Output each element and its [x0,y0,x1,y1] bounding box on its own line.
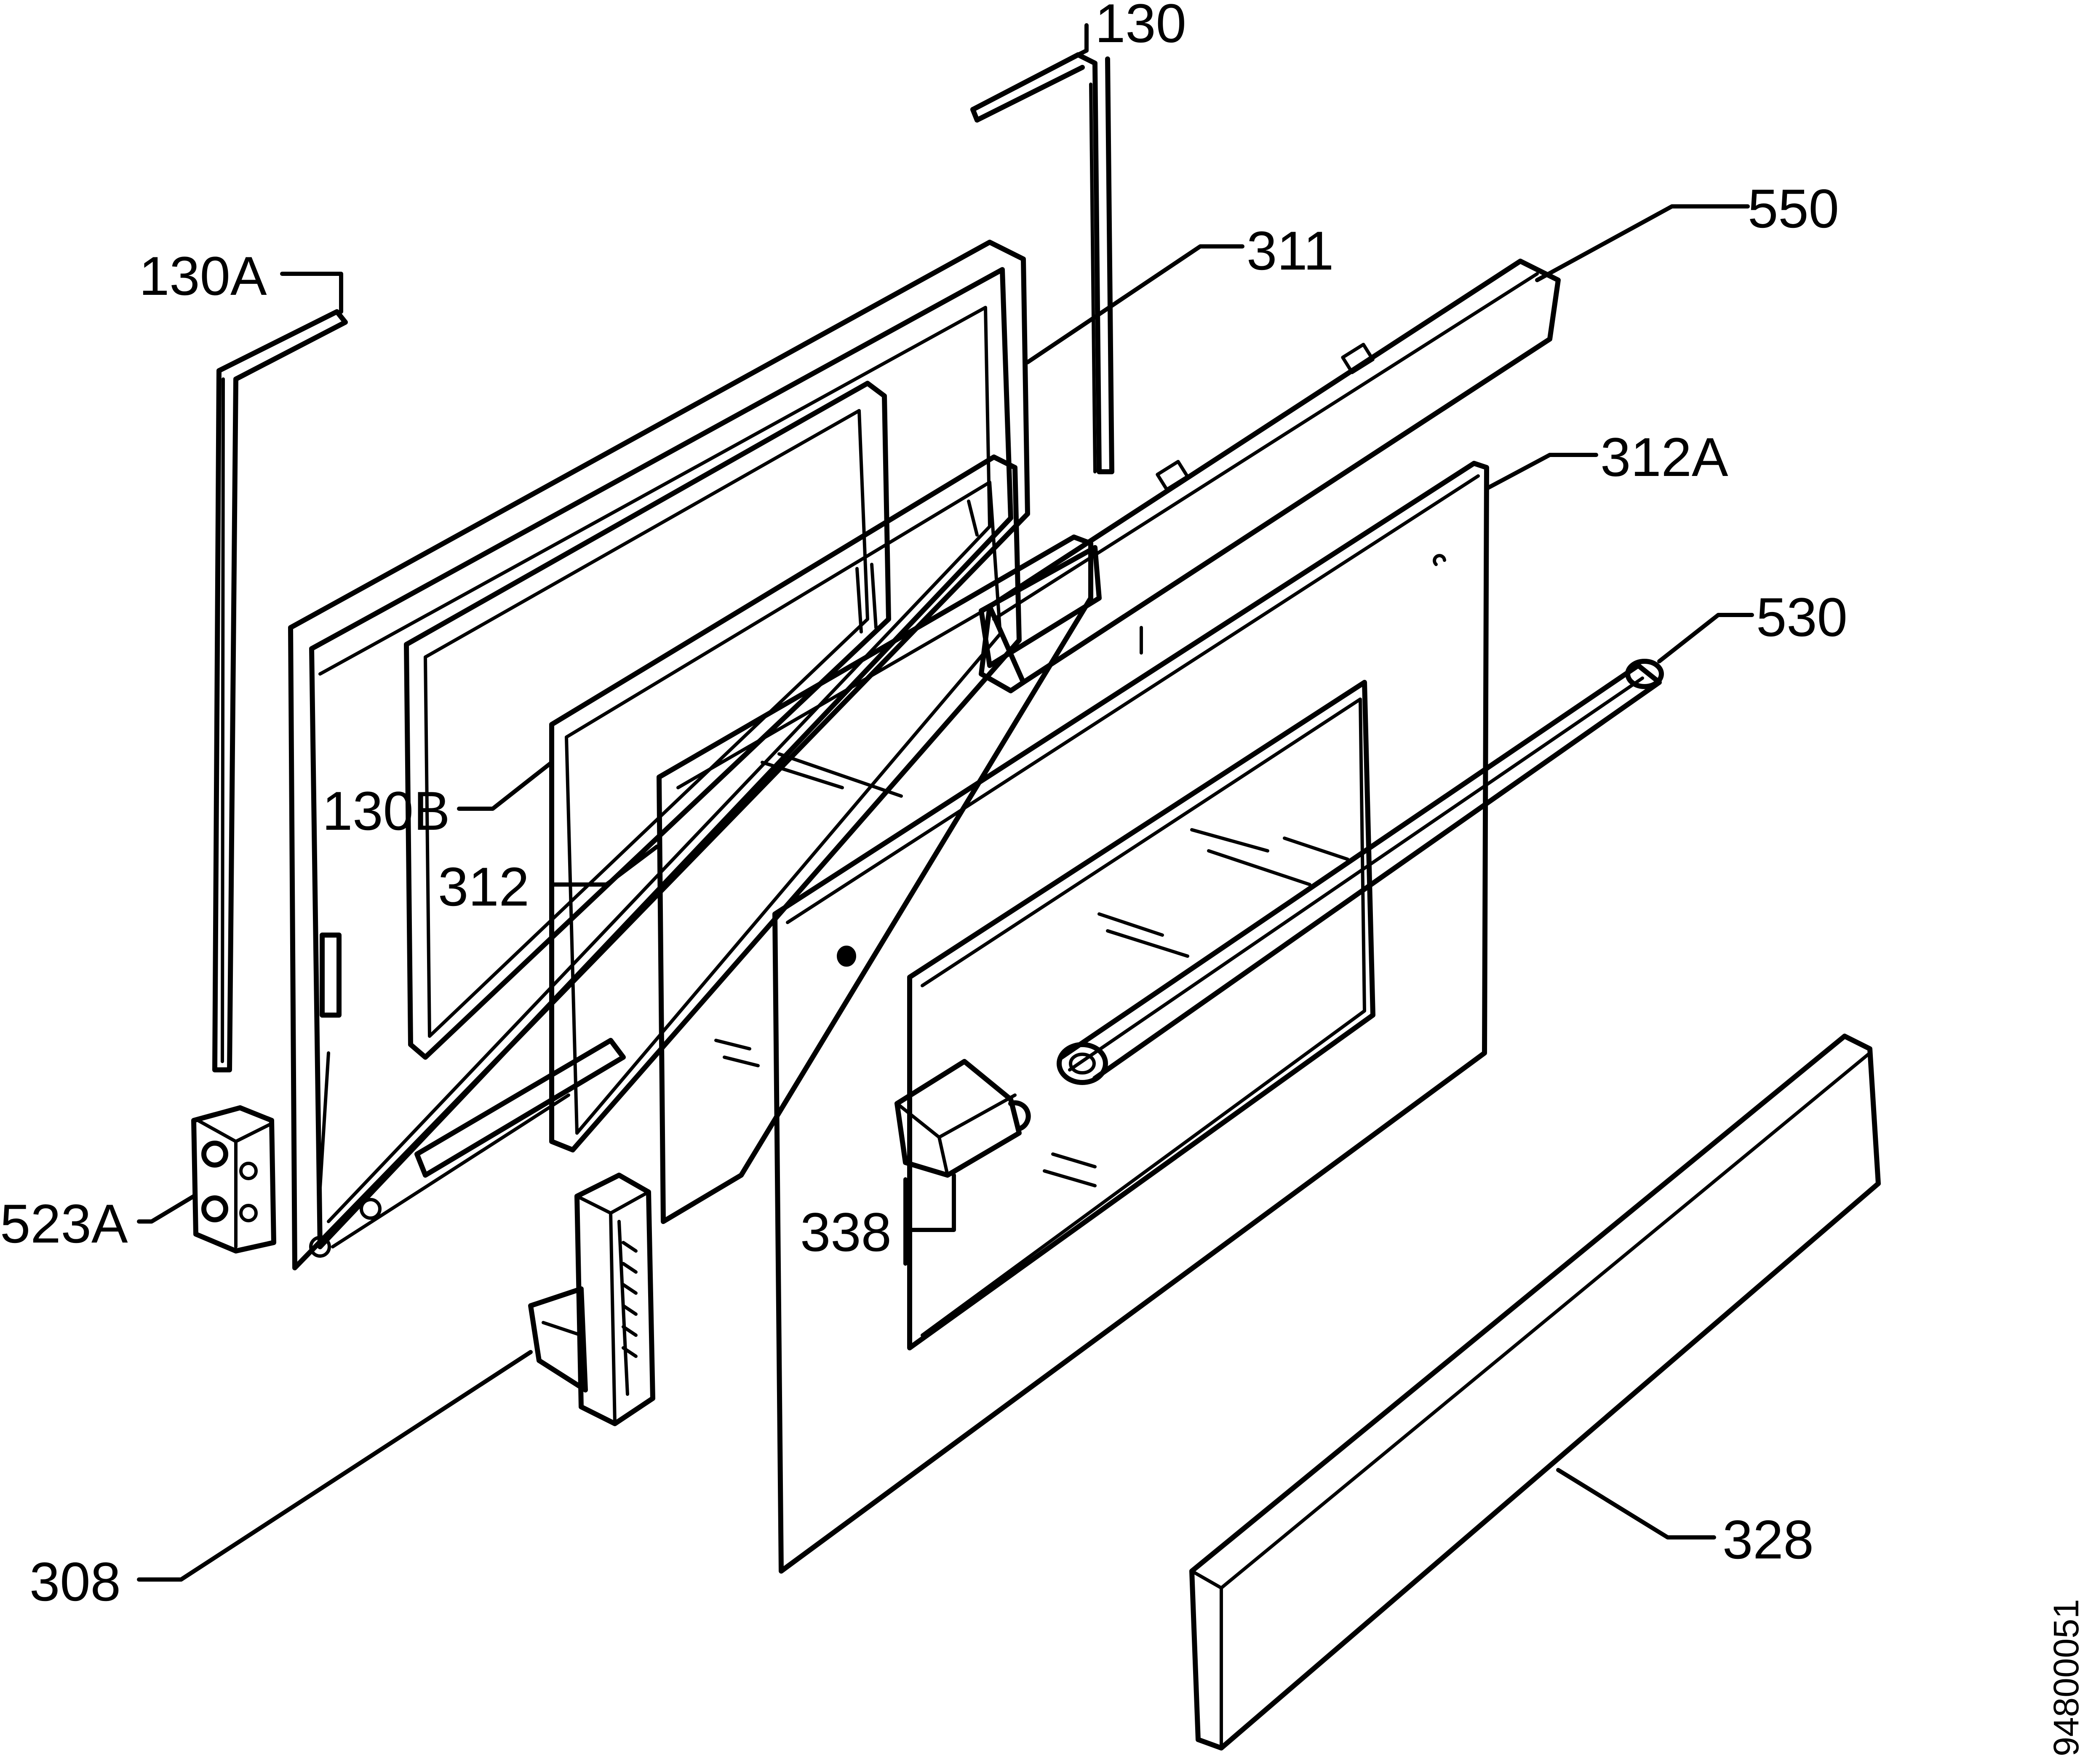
leader-lines [137,23,1754,1582]
label-523A: 523A [0,1193,128,1254]
part-312A-outer-glass-panel [772,461,1489,1574]
part-311-inner-door-frame [288,240,1030,1270]
part-530-handle-bar [1057,659,1664,1085]
label-130: 130 [1095,0,1186,54]
label-312: 312 [438,856,529,917]
label-530: 530 [1756,586,1848,648]
label-308: 308 [29,1551,121,1612]
label-311: 311 [1247,220,1334,281]
part-328-bottom-panel [1189,1034,1881,1751]
part-338-handle-bracket [894,1059,1031,1178]
document-id: 94800051 [2046,1599,2086,1756]
label-328: 328 [1722,1509,1814,1570]
part-130A-side-gasket [212,309,348,1072]
label-550: 550 [1748,178,1839,239]
part-550-top-trim [979,259,1561,693]
label-130B: 130B [322,780,450,842]
part-308-hinge [528,1173,655,1426]
part-523A-hinge-plate [191,1105,276,1254]
label-338: 338 [800,1201,892,1263]
label-130A: 130A [139,245,267,307]
part-130-side-gasket [855,52,1114,633]
label-312A: 312A [1600,426,1728,488]
